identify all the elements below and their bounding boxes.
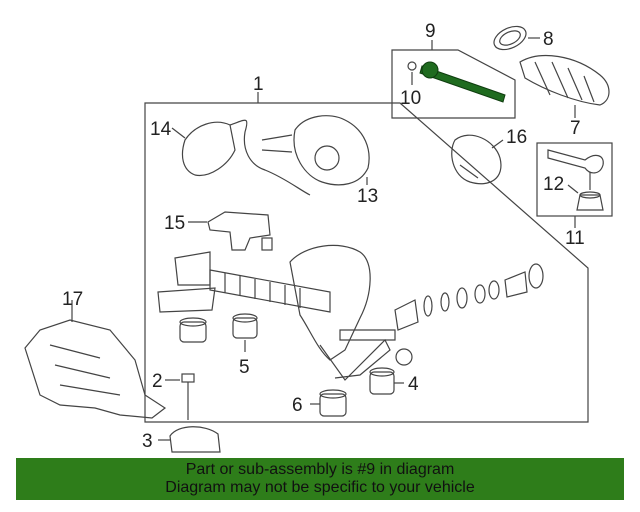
boot-part-7: [519, 55, 610, 118]
bolt-part-2: [165, 373, 195, 420]
bushing-extra: [179, 317, 207, 343]
harness-part-14: [171, 119, 311, 196]
callout-16: 16: [506, 127, 527, 148]
callout-2: 2: [152, 371, 163, 392]
callout-4: 4: [408, 374, 419, 395]
bracket-part-15: [188, 211, 273, 251]
heat-shield-part-17: [24, 300, 167, 419]
nut-part-12: [567, 184, 604, 211]
callout-15: 15: [164, 213, 185, 234]
part-notice-banner: Part or sub-assembly is #9 in diagram Di…: [16, 458, 624, 500]
callout-5: 5: [239, 357, 250, 378]
callout-7: 7: [570, 118, 581, 139]
seal-set: [394, 263, 544, 366]
callout-12: 12: [543, 174, 564, 195]
callout-6: 6: [292, 395, 303, 416]
inner-tie-rod-part-9: [407, 61, 506, 103]
group-1-outline: [144, 102, 589, 423]
callout-3: 3: [142, 431, 153, 452]
cover-part-16: [451, 134, 504, 185]
bushing-part-5: [232, 313, 258, 352]
callout-1: 1: [253, 74, 264, 95]
banner-line-2: Diagram may not be specific to your vehi…: [165, 479, 475, 496]
bushing-part-6: [310, 389, 347, 417]
group-9-box: [391, 49, 516, 119]
callout-14: 14: [150, 119, 172, 140]
clamp-part-8: [493, 25, 540, 51]
motor-part-13: [261, 115, 370, 186]
tie-rod-end-part-11: [547, 149, 604, 190]
callout-10: 10: [400, 88, 421, 109]
banner-line-1: Part or sub-assembly is #9 in diagram: [185, 461, 455, 478]
bushing-part-4: [369, 367, 404, 395]
callout-13: 13: [357, 186, 378, 207]
callout-11: 11: [565, 228, 585, 249]
callout-17: 17: [62, 289, 83, 310]
steering-rack: [157, 244, 396, 381]
callout-9: 9: [425, 21, 436, 42]
bracket-part-3: [158, 426, 221, 453]
callout-8: 8: [543, 29, 554, 50]
